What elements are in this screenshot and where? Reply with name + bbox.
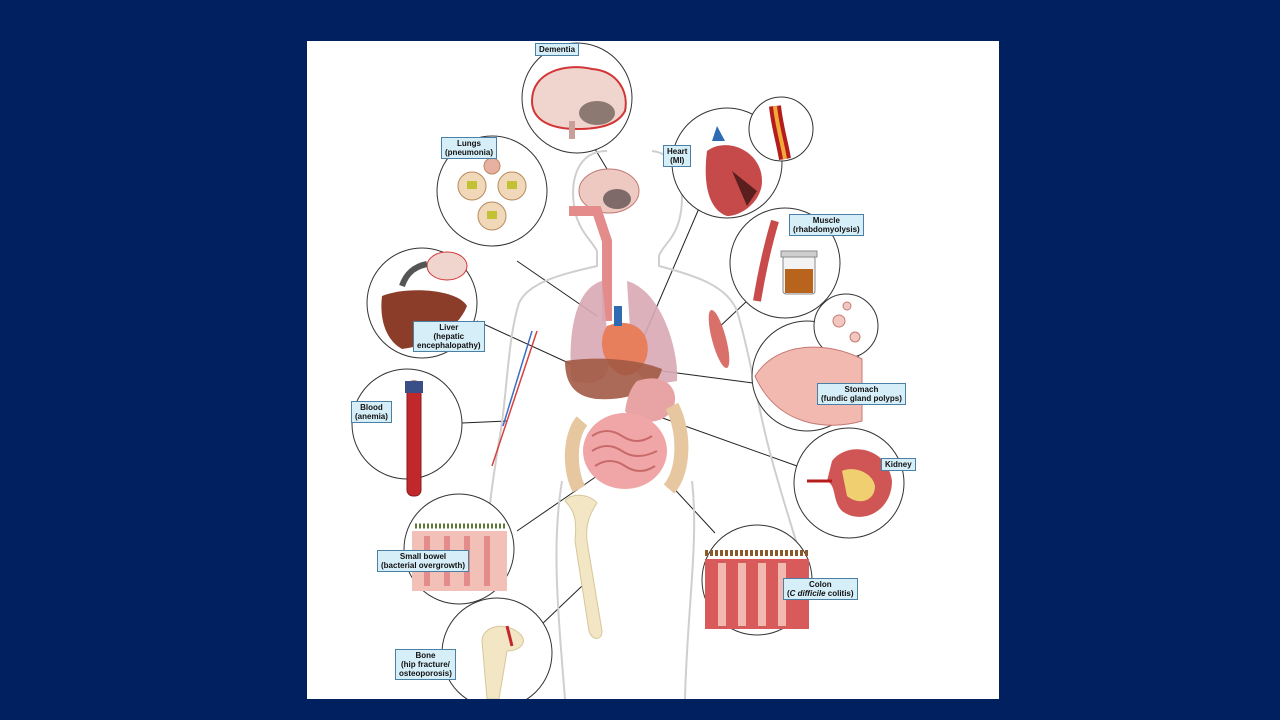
colon-label-rest: colitis) — [825, 589, 854, 598]
body-stomach — [625, 378, 676, 422]
dementia-label: Dementia — [535, 43, 580, 56]
arm-muscle — [708, 309, 730, 369]
body-colon — [564, 402, 689, 494]
heart-detail — [705, 126, 762, 216]
body-brain — [578, 168, 640, 214]
lungs-alveoli — [457, 157, 527, 231]
liver-detail — [381, 251, 468, 349]
artery-plaque — [773, 105, 787, 160]
muscle-detail — [753, 219, 818, 302]
bone-connector — [539, 585, 583, 627]
colon-label: Colon(C difficile colitis) — [783, 578, 858, 600]
stomach-label: Stomach (fundic gland polyps) — [817, 383, 906, 405]
lungs-label: Lungs (pneumonia) — [441, 137, 497, 159]
stomach-detail — [754, 301, 863, 426]
body-organs-diagram — [351, 42, 905, 699]
body-small-intestine — [583, 413, 667, 489]
arm-vessels — [491, 330, 538, 467]
airway — [569, 206, 612, 321]
kidney-label: Kidney — [881, 458, 916, 471]
heart-label: Heart (MI) — [663, 145, 692, 167]
muscle-label: Muscle (rhabdomyolysis) — [789, 214, 864, 236]
kidney-detail — [807, 449, 892, 517]
blood-connector — [461, 420, 508, 424]
liver-label: Liver (hepatic encephalopathy) — [413, 321, 485, 352]
blood-label: Blood (anemia) — [351, 401, 392, 423]
lungs-circle — [436, 135, 548, 247]
body-femur — [564, 494, 603, 639]
bone-label: Bone (hip fracture/ osteoporosis) — [395, 649, 456, 680]
colon-label-italic: C difficile — [789, 589, 826, 598]
blood-tube — [405, 380, 423, 497]
bone-detail — [481, 625, 524, 699]
stomach-connector — [661, 370, 754, 384]
dementia-brain — [530, 66, 627, 139]
diagram-panel: Dementia Lungs (pneumonia) Heart (MI) Mu… — [307, 41, 999, 699]
small-bowel-label: Small bowel (bacterial overgrowth) — [377, 550, 470, 572]
colon-label-title: Colon — [808, 580, 832, 589]
